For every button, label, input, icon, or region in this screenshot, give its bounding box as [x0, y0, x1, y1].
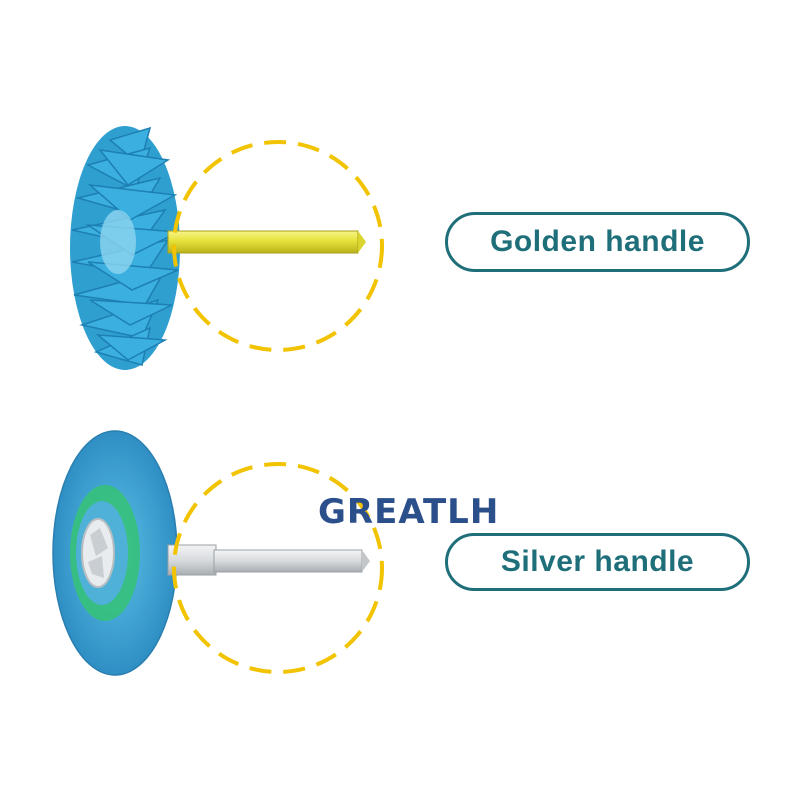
brand-watermark: GREATLH — [318, 492, 500, 532]
polishing-disc-icon — [52, 430, 178, 676]
brush-wheel-icon — [70, 126, 181, 370]
golden-handle-label: Golden handle — [445, 212, 750, 272]
golden-handle-text: Golden handle — [490, 225, 705, 258]
silver-handle-text: Silver handle — [500, 545, 695, 578]
silver-handle-label: Silver handle — [445, 533, 750, 591]
golden-handle-tool — [70, 126, 384, 370]
dashed-highlight-circle — [172, 140, 384, 352]
dashed-highlight-circle — [172, 462, 384, 674]
golden-shaft — [167, 230, 366, 254]
silver-shaft — [167, 544, 370, 576]
silver-handle-tool — [52, 430, 384, 676]
